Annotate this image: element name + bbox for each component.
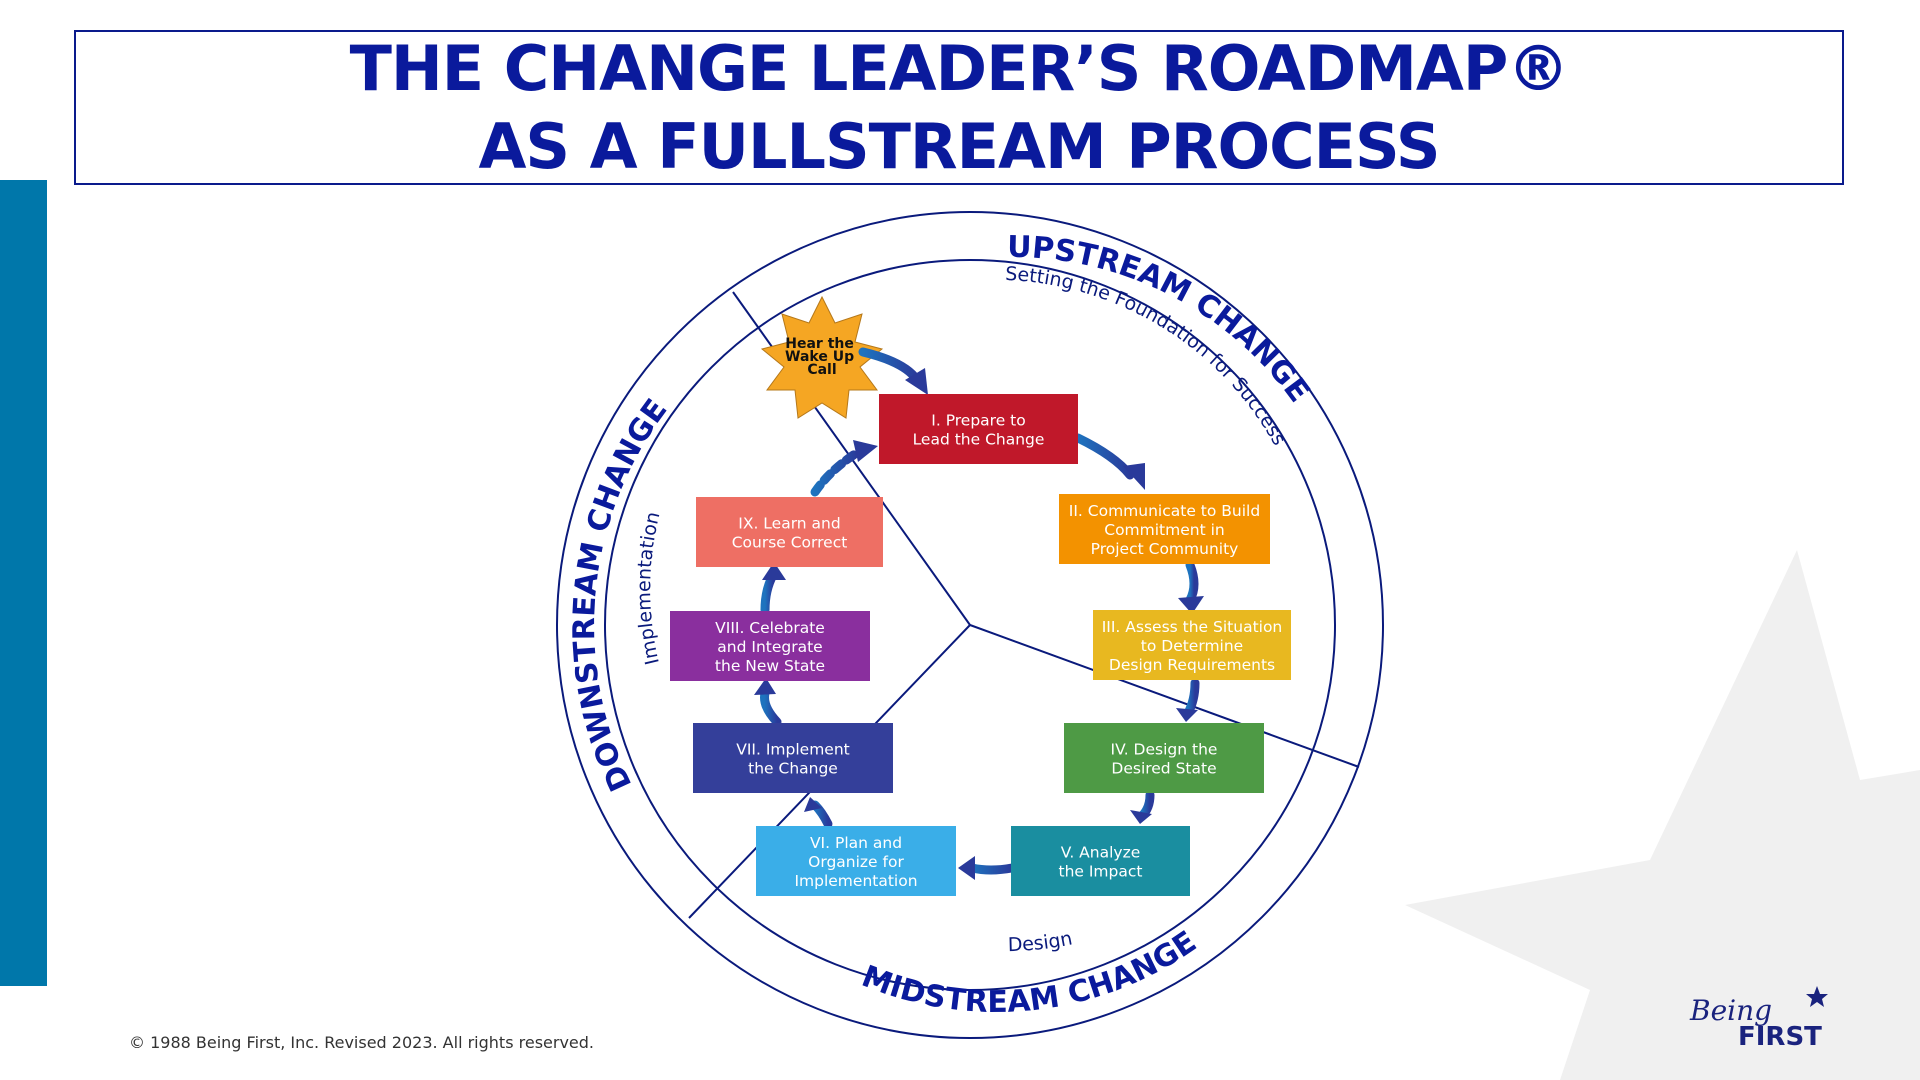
- step-label: IV. Design the: [1111, 741, 1218, 759]
- downstream-subtitle: Implementation: [633, 510, 664, 667]
- step-box-bg: [756, 826, 956, 896]
- page-title-line-2: AS A FULLSTREAM PROCESS: [478, 109, 1440, 183]
- left-accent-bar: [0, 180, 47, 986]
- step-label: and Integrate: [717, 638, 822, 656]
- step-box-bg: [696, 497, 883, 567]
- step-box-bg: [1093, 610, 1291, 680]
- step-label: III. Assess the Situation: [1102, 618, 1283, 636]
- step-box-bg: [879, 394, 1078, 464]
- step-label: to Determine: [1141, 637, 1243, 655]
- step-label: the Change: [748, 760, 838, 778]
- step-label: Implementation: [794, 872, 917, 890]
- wake-up-call-star: Hear the Wake Up Call: [760, 295, 884, 419]
- step-box-bg: [1011, 826, 1190, 896]
- copyright-text: © 1988 Being First, Inc. Revised 2023. A…: [129, 1033, 594, 1052]
- wake-up-line-3: Call: [807, 362, 836, 378]
- midstream-subtitle: Design: [1008, 927, 1075, 956]
- step-label: Lead the Change: [913, 431, 1045, 449]
- step-box-bg: [1064, 723, 1264, 793]
- downstream-title: DOWNSTREAM CHANGE: [567, 393, 674, 797]
- step-label: IX. Learn and: [738, 515, 840, 533]
- title-box: THE CHANGE LEADER’S ROADMAP® AS A FULLST…: [74, 30, 1844, 185]
- step-label: VI. Plan and: [810, 834, 902, 852]
- step-label: Course Correct: [732, 534, 848, 552]
- step-label: Desired State: [1111, 760, 1216, 778]
- step-box-bg: [693, 723, 893, 793]
- being-first-logo: Being FIRST: [1689, 986, 1828, 1052]
- step-label: Commitment in: [1104, 521, 1224, 539]
- step-label: VII. Implement: [736, 741, 850, 759]
- svg-text:FIRST: FIRST: [1738, 1022, 1822, 1052]
- svg-text:Hear the Wake Up C: Hear the Wake Up Call: [785, 336, 859, 378]
- step-label: VIII. Celebrate: [715, 619, 825, 637]
- step-label: Project Community: [1091, 540, 1239, 558]
- step-box-bg: [670, 611, 870, 681]
- step-label: II. Communicate to Build: [1069, 502, 1260, 520]
- step-label: the Impact: [1059, 863, 1143, 881]
- step-label: V. Analyze: [1061, 844, 1141, 862]
- step-label: the New State: [715, 657, 825, 675]
- step-label: Design Requirements: [1109, 656, 1275, 674]
- arrow-heads: [754, 368, 1204, 880]
- wake-up-line-2: Wake Up: [785, 349, 854, 365]
- page-title-line-1: THE CHANGE LEADER’S ROADMAP®: [349, 31, 1570, 105]
- svg-text:Being: Being: [1689, 994, 1772, 1027]
- step-label: I. Prepare to: [931, 412, 1025, 430]
- step-label: Organize for: [808, 853, 904, 871]
- step-box-bg: [1059, 494, 1270, 564]
- wake-up-line-1: Hear the: [785, 336, 854, 352]
